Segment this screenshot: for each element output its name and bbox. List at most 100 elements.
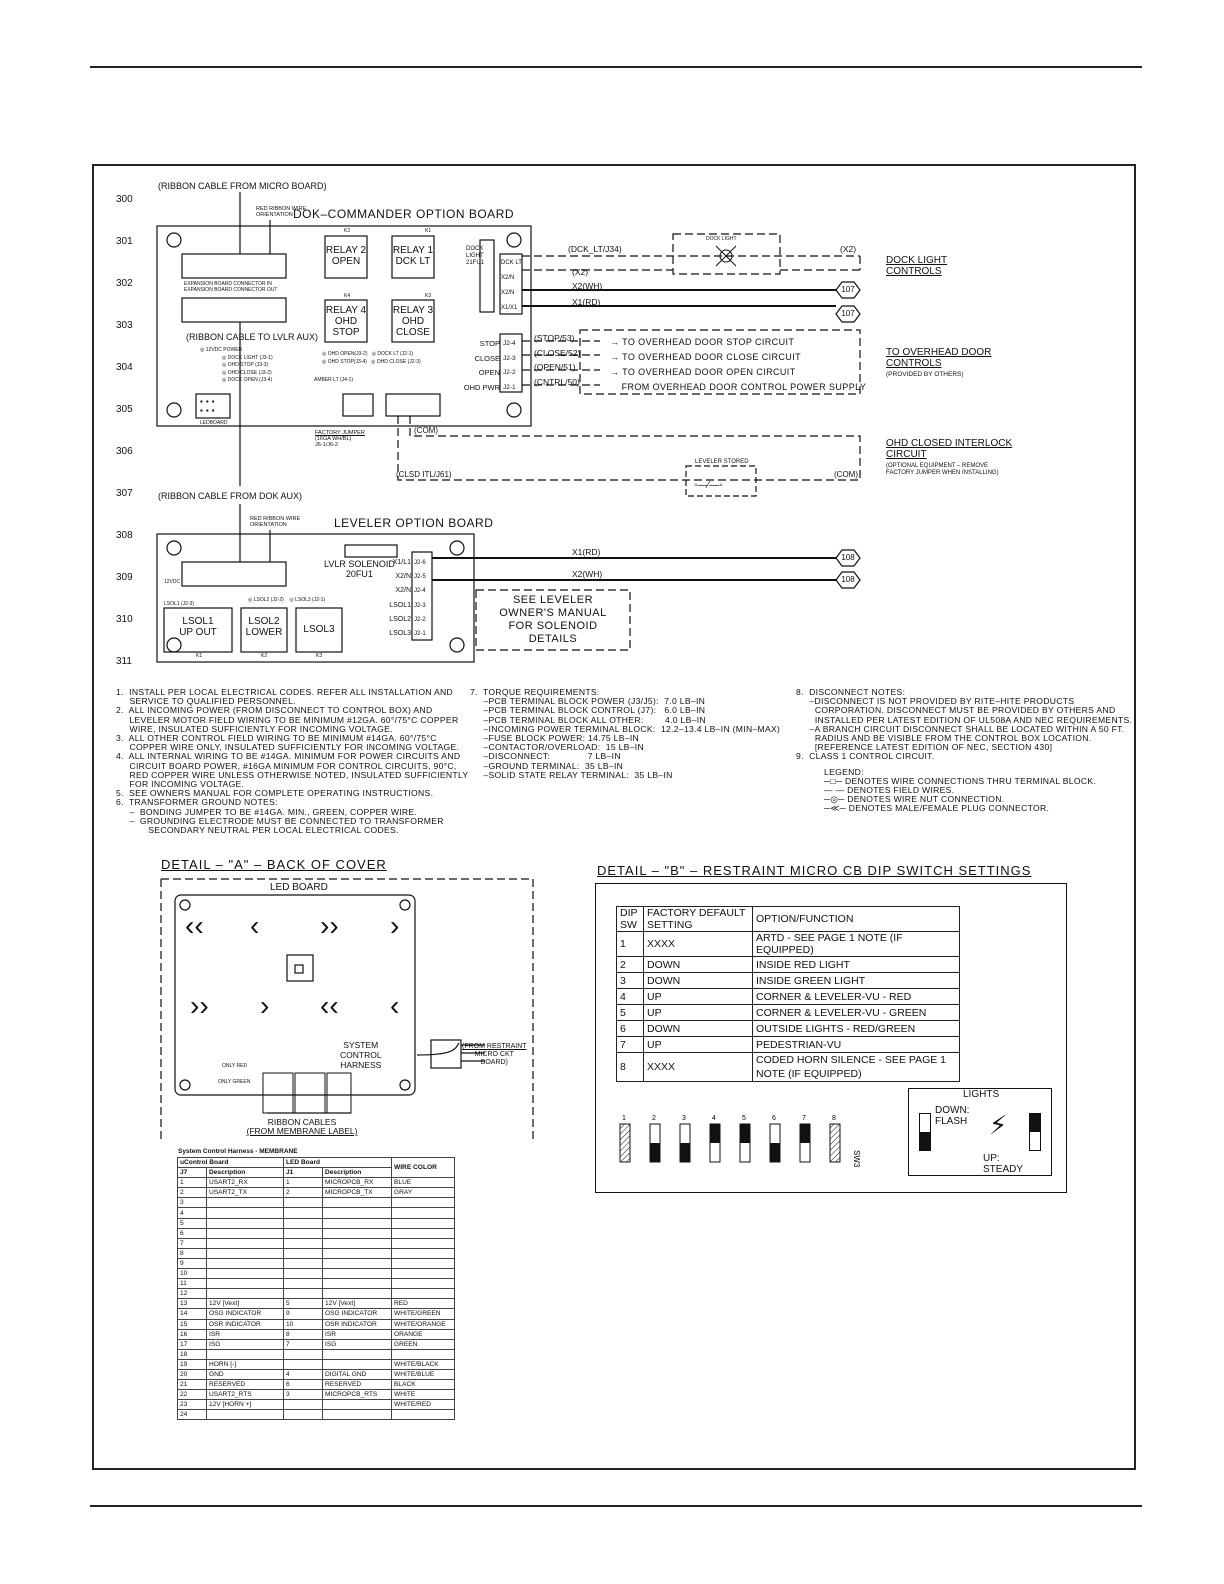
harness-cell: ORANGE [391, 1328, 455, 1340]
wire-x2-wh: X2(WH) [572, 281, 603, 291]
harness-cell [322, 1358, 392, 1370]
harness-cell: BLUE [391, 1177, 455, 1189]
dok-board-title: DOK–COMMANDER OPTION BOARD [293, 207, 515, 221]
harness-cell [391, 1257, 455, 1270]
notes-right: 8. DISCONNECT NOTES: –DISCONNECT IS NOT … [796, 687, 1133, 814]
lvl-wire-x2-wh: X2(WH) [572, 569, 603, 579]
harness-cell: 2 [177, 1187, 207, 1199]
lsol3-relay: LSOL3 [303, 624, 335, 635]
dip-cell: 2 [616, 956, 644, 973]
led-board-label: LED BOARD [270, 882, 328, 893]
harness-cell [283, 1288, 323, 1300]
harness-cell: 12V [Vext] [322, 1298, 392, 1310]
harness-cell [283, 1409, 323, 1421]
harness-cell: WHITE/GREEN [391, 1308, 455, 1320]
lsol1-relay-id: K1 [196, 653, 203, 659]
harness-cell: MICROPCB_TX [322, 1187, 392, 1199]
svg-text:‹‹: ‹‹ [320, 990, 339, 1021]
dip-cell: 6 [616, 1020, 644, 1037]
harness-cell: 22 [177, 1389, 207, 1401]
harness-cell: WHITE/BLUE [391, 1368, 455, 1381]
harness-cell [283, 1278, 323, 1290]
harness-cell [322, 1217, 392, 1229]
dip-switch-knob [680, 1143, 690, 1162]
harness-cell: 21 [177, 1379, 207, 1391]
harness-row: 11 [177, 1278, 455, 1290]
row-304: 304 [116, 362, 133, 373]
harness-cell: 7 [177, 1237, 207, 1249]
lvl-wire-x1-rd: X1(RD) [572, 547, 601, 557]
dip-switch-number: 3 [682, 1115, 686, 1122]
row-305: 305 [116, 404, 133, 415]
wire-x2-a: (X2) [840, 244, 857, 254]
harness-cell [391, 1217, 455, 1229]
harness-cell [391, 1237, 455, 1249]
dip-cell: XXXX [643, 1052, 753, 1082]
harness-cell: 12 [177, 1288, 207, 1300]
harness-cell: 3 [177, 1197, 207, 1209]
wire-x1-rd: X1(RD) [572, 297, 601, 307]
bottom-rule [90, 1505, 1142, 1507]
node-108-a: 108 [841, 553, 855, 562]
harness-cell [206, 1197, 284, 1209]
harness-cell: USART2_TX [206, 1187, 284, 1199]
harness-group-ucontrol: uControl Board [177, 1156, 284, 1169]
node-107-a: 107 [841, 285, 855, 294]
svg-text:‹: ‹ [390, 990, 399, 1021]
row-302: 302 [116, 278, 133, 289]
ohd-wire-labels: (STOP/53)(CLOSE/52)(OPEN/51)(CNTRL/50) [534, 333, 581, 387]
harness-cell: 8 [283, 1328, 323, 1340]
ribbon-from-micro-label: (RIBBON CABLE FROM MICRO BOARD) [158, 181, 327, 191]
harness-cell: 5 [283, 1298, 323, 1310]
dip-cell: 7 [616, 1036, 644, 1053]
harness-row: 5 [177, 1217, 455, 1229]
harness-cell: 19 [177, 1358, 207, 1370]
svg-text:››: ›› [190, 990, 209, 1021]
wiring-schematic [156, 192, 861, 663]
lvl-leds: 12VDC LSOL1 (J2-3) [164, 579, 195, 607]
drawing-frame [92, 164, 1136, 1470]
lights-down: DOWN:FLASH [935, 1105, 970, 1127]
harness-cell [391, 1247, 455, 1259]
harness-cell: RESERVED [322, 1379, 392, 1391]
only-red-label: ONLY RED [222, 1063, 248, 1069]
svg-text:››: ›› [320, 910, 339, 941]
dip-cell: 8 [616, 1052, 644, 1082]
harness-row: 18 [177, 1348, 455, 1360]
dip-cell: XXXX [643, 931, 753, 957]
harness-row: 4 [177, 1207, 455, 1219]
dip-cell: 3 [616, 972, 644, 989]
harness-cell [283, 1217, 323, 1229]
harness-cell [283, 1358, 323, 1370]
harness-cell: 10 [283, 1318, 323, 1330]
harness-cell [322, 1399, 392, 1411]
relay-1-id: K1 [425, 228, 432, 234]
harness-cell [391, 1207, 455, 1219]
dip-header-function: OPTION/FUNCTION [752, 906, 960, 932]
amber-led-label: AMBER LT (J4-1) [314, 377, 353, 383]
relay-3-id: K3 [425, 293, 432, 299]
harness-cell: 6 [177, 1227, 207, 1239]
j3-connector-pins: ▪▪▪▪▪▪ [200, 397, 218, 415]
harness-cell: ISR [206, 1328, 284, 1340]
harness-cell: ISR [322, 1328, 392, 1340]
dip-cell: INSIDE GREEN LIGHT [752, 972, 960, 989]
harness-cell [322, 1247, 392, 1259]
row-311: 311 [116, 656, 132, 667]
dip-switch-number: 7 [802, 1115, 806, 1122]
harness-cell [391, 1348, 455, 1360]
dip-cell: ARTD - SEE PAGE 1 NOTE (IF EQUIPPED) [752, 931, 960, 957]
